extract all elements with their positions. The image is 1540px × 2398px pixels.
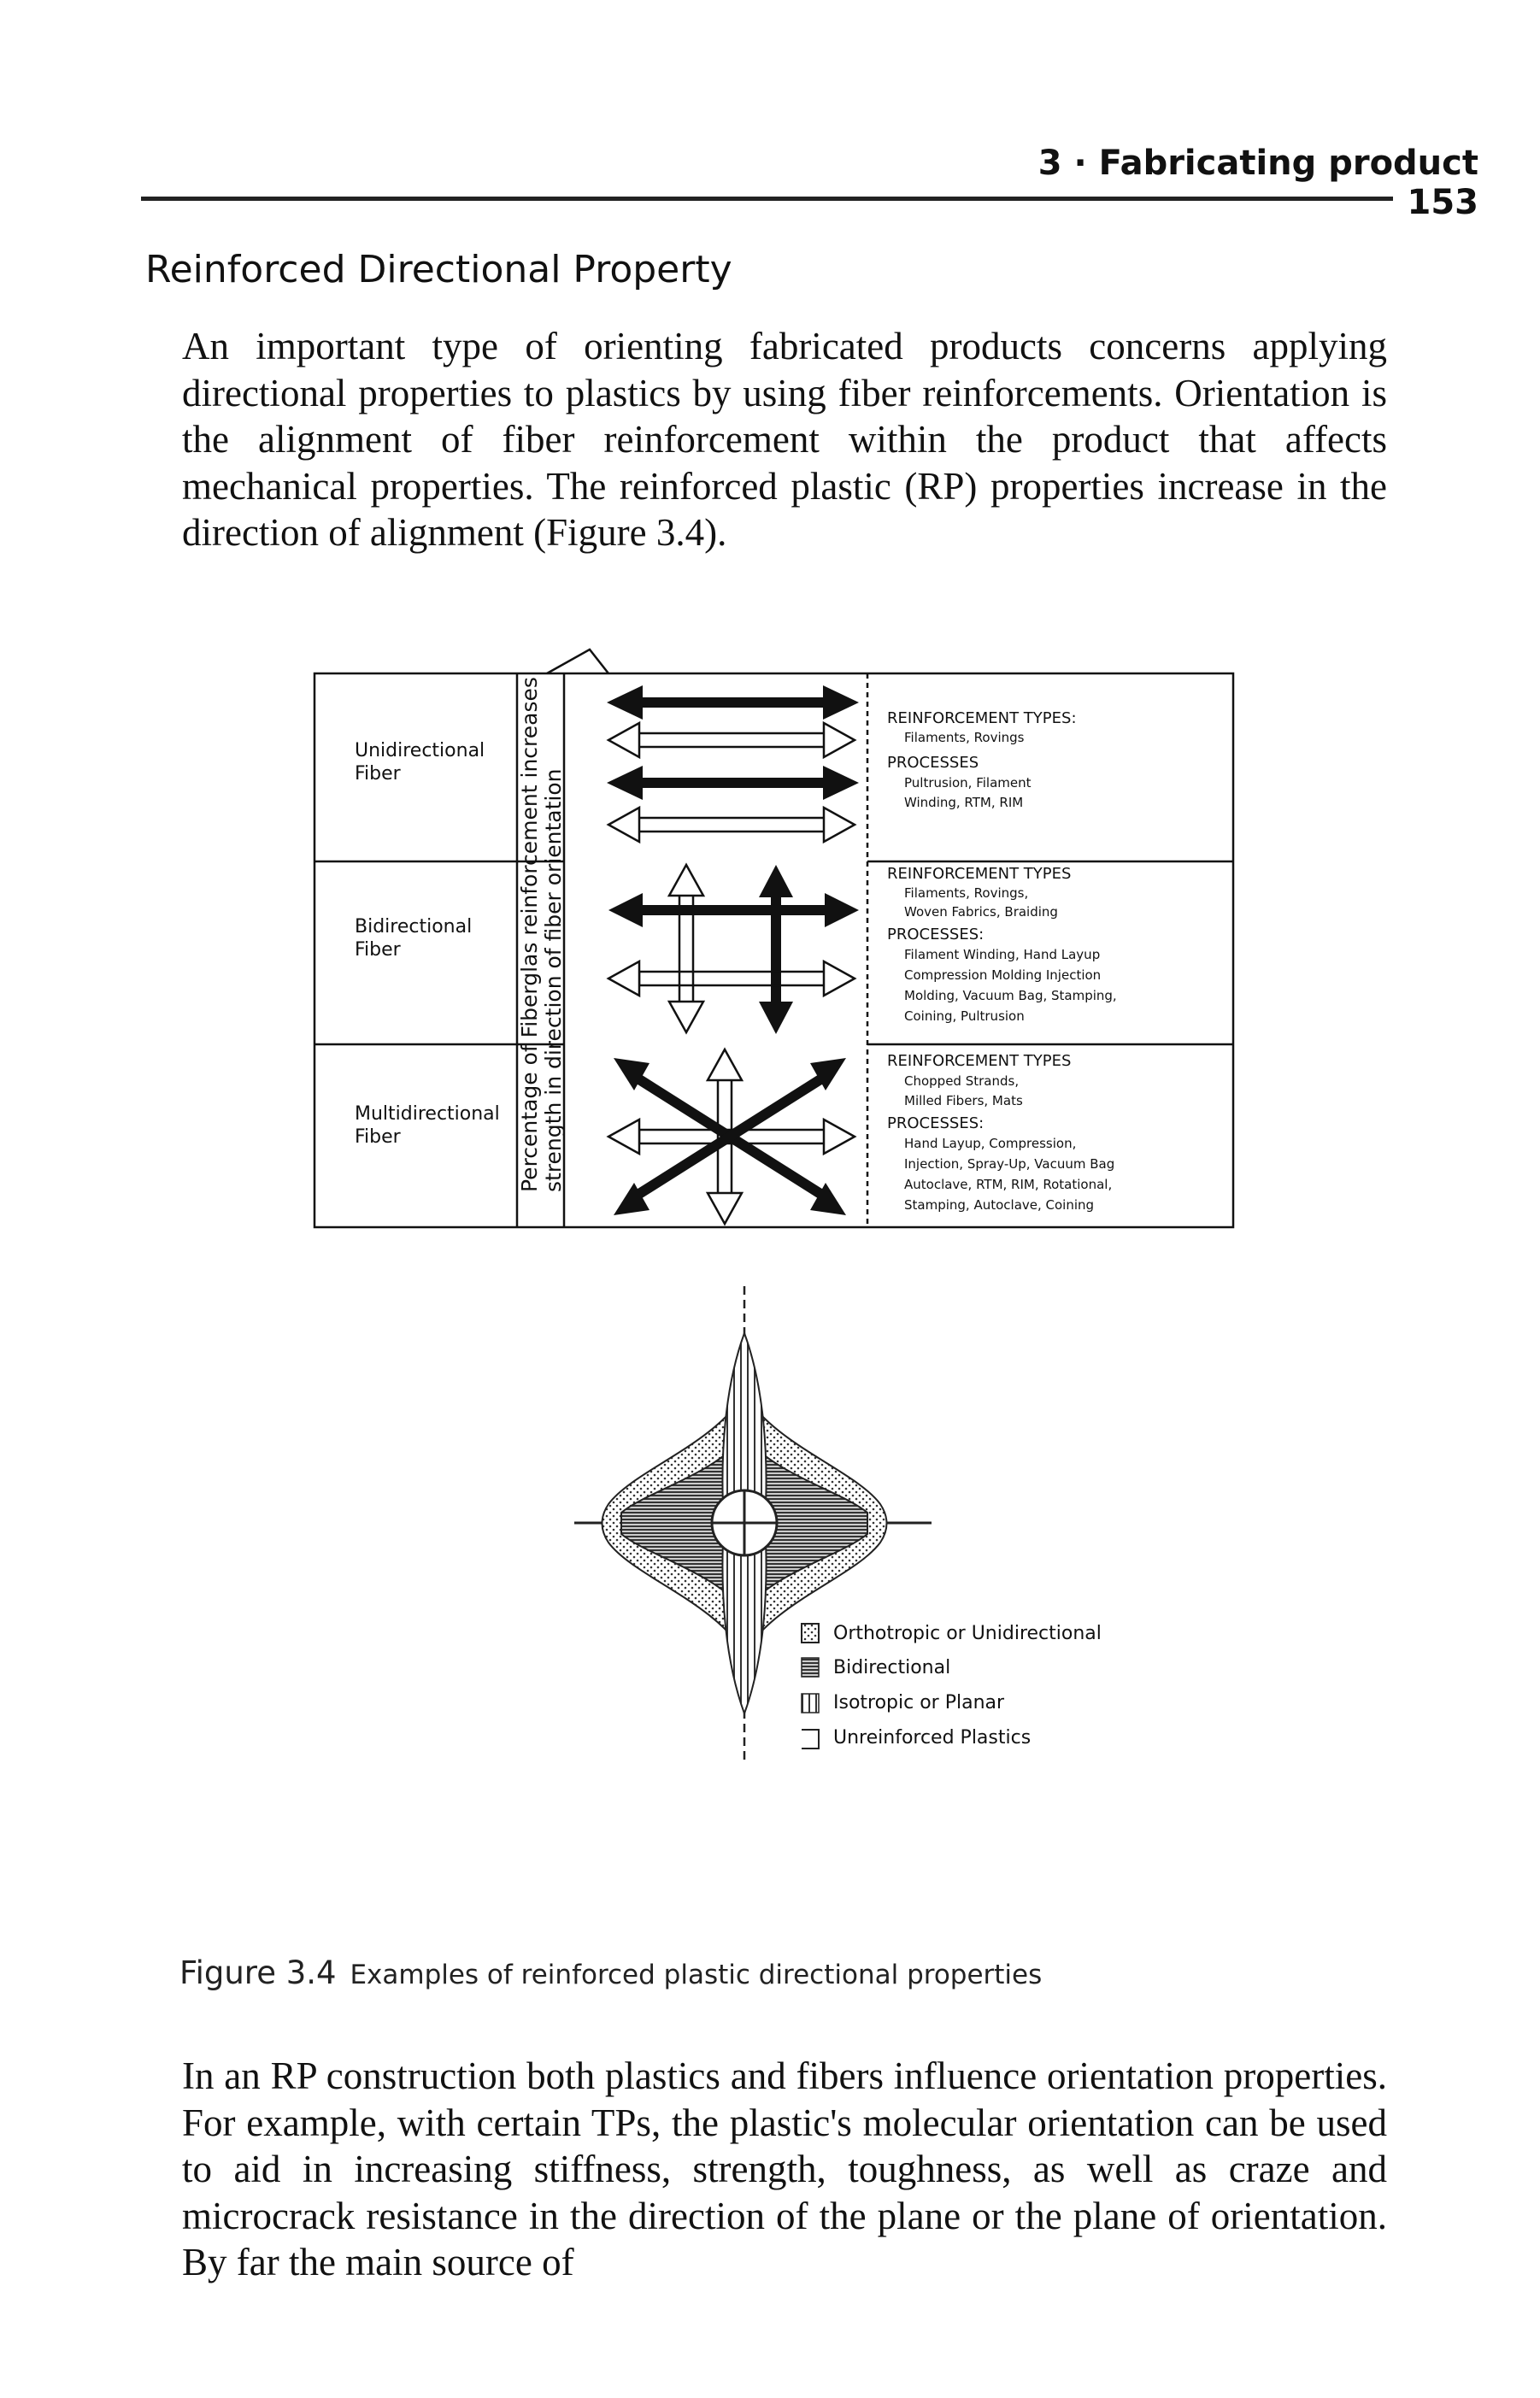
- bi-arrows: [606, 862, 859, 1035]
- page-number: 153: [1407, 183, 1479, 222]
- row-2-text-1: REINFORCEMENT TYPES: [887, 865, 1071, 883]
- fiber-label-multi-2: Fiber: [355, 1126, 402, 1148]
- fiber-label-multi-1: Multidirectional: [355, 1103, 500, 1125]
- row-1-text-3: PROCESSES: [887, 754, 979, 772]
- multi-arrowhead: [822, 1117, 857, 1156]
- bi-arrowhead: [667, 1000, 706, 1035]
- multi-arrowhead: [705, 1191, 744, 1226]
- row-1-text-5: Winding, RTM, RIM: [904, 795, 1023, 810]
- multi-arrowhead: [606, 1117, 641, 1156]
- legend-label-unreinforced: Unreinforced Plastics: [833, 1727, 1031, 1749]
- uni-arrowhead: [822, 720, 857, 760]
- bi-arrowhead: [667, 862, 706, 897]
- frame-peak: [546, 648, 609, 675]
- legend-swatch-orthotropic: [801, 1623, 820, 1643]
- row-1-text: REINFORCEMENT TYPES: Filaments, Rovings …: [887, 709, 1077, 810]
- row-2-text-5: Filament Winding, Hand Layup: [904, 947, 1100, 962]
- running-head: 3 · Fabricating product 153: [966, 144, 1478, 222]
- paragraph-2: In an RP construction both plastics and …: [182, 2054, 1387, 2283]
- fiber-labels: Unidirectional Fiber Bidirectional Fiber…: [355, 740, 500, 1148]
- polar-property-diagram: [574, 1286, 932, 1760]
- legend-swatch-unreinforced: [802, 1729, 820, 1749]
- multi-arrowhead: [614, 1058, 650, 1090]
- figure-caption-label: Figure 3.4: [179, 1954, 337, 1991]
- header-rule: [141, 197, 1393, 201]
- fiber-label-bi-1: Bidirectional: [355, 916, 472, 937]
- fiber-label-uni-2: Fiber: [355, 763, 402, 785]
- uni-arrowhead: [606, 805, 641, 844]
- uni-arrowhead: [606, 720, 641, 760]
- section-heading: Reinforced Directional Property: [145, 248, 732, 291]
- bi-arrowhead: [825, 893, 859, 927]
- orientation-diagram: [313, 648, 1235, 1229]
- multi-bold-diagonal-2: [629, 1070, 831, 1203]
- uni-arrowhead: [823, 766, 859, 800]
- fiber-label-uni-1: Unidirectional: [355, 740, 485, 761]
- bi-outline-horizontal: [638, 970, 829, 987]
- multi-arrowhead: [810, 1183, 846, 1215]
- polar-legend: Orthotropic or Unidirectional Bidirectio…: [801, 1623, 1102, 1749]
- uni-arrowhead: [823, 685, 859, 720]
- uni-outline-arrow-1: [635, 732, 828, 749]
- uni-arrowhead: [607, 766, 643, 800]
- row-1-text-1: REINFORCEMENT TYPES:: [887, 709, 1077, 727]
- multi-arrowhead: [810, 1058, 846, 1090]
- multi-arrowhead: [705, 1047, 744, 1082]
- figure-caption: Figure 3.4 Examples of reinforced plasti…: [179, 1954, 1042, 1991]
- row-2-text-4: PROCESSES:: [887, 926, 984, 943]
- row-2-text-3: Woven Fabrics, Braiding: [904, 904, 1058, 920]
- multi-arrows: [606, 1047, 857, 1226]
- uni-arrows: [606, 685, 859, 844]
- row-3-text-6: Injection, Spray-Up, Vacuum Bag: [904, 1156, 1114, 1172]
- vertical-label-1: Percentage of Fiberglas reinforcement in…: [517, 677, 542, 1192]
- row-2-text: REINFORCEMENT TYPES Filaments, Rovings, …: [887, 865, 1117, 1024]
- paragraph-1: An important type of orienting fabricate…: [182, 325, 1387, 554]
- uni-outline-arrow-2: [635, 816, 828, 833]
- bi-arrowhead: [822, 959, 857, 998]
- running-head-title: 3 · Fabricating product: [1037, 144, 1478, 183]
- uni-arrowhead: [607, 685, 643, 720]
- bi-arrowhead: [759, 865, 793, 897]
- row-3-text-5: Hand Layup, Compression,: [904, 1136, 1076, 1151]
- row-2-text-7: Molding, Vacuum Bag, Stamping,: [904, 988, 1117, 1003]
- legend-swatch-isotropic: [801, 1693, 820, 1713]
- row-3-text-8: Stamping, Autoclave, Coining: [904, 1197, 1094, 1213]
- row-3-text-2: Chopped Strands,: [904, 1073, 1019, 1089]
- legend-label-isotropic: Isotropic or Planar: [833, 1692, 1005, 1713]
- row-3-text: REINFORCEMENT TYPES Chopped Strands, Mil…: [887, 1052, 1114, 1213]
- figure-caption-text: Examples of reinforced plastic direction…: [350, 1960, 1043, 1990]
- row-1-text-4: Pultrusion, Filament: [904, 775, 1032, 791]
- legend-label-bidirectional: Bidirectional: [833, 1657, 950, 1678]
- bi-arrowhead: [608, 893, 643, 927]
- row-3-text-1: REINFORCEMENT TYPES: [887, 1052, 1071, 1070]
- row-3-text-3: Milled Fibers, Mats: [904, 1093, 1023, 1108]
- row-3-text-4: PROCESSES:: [887, 1114, 984, 1132]
- row-2-text-6: Compression Molding Injection: [904, 967, 1101, 983]
- bi-arrowhead: [606, 959, 641, 998]
- row-1-text-2: Filaments, Rovings: [904, 730, 1025, 745]
- diagram-frame: [313, 672, 1235, 1229]
- row-3-text-7: Autoclave, RTM, RIM, Rotational,: [904, 1177, 1112, 1192]
- multi-arrowhead: [614, 1183, 650, 1215]
- fiber-label-bi-2: Fiber: [355, 939, 402, 961]
- vertical-labels: Percentage of Fiberglas reinforcement in…: [517, 677, 566, 1192]
- legend-label-orthotropic: Orthotropic or Unidirectional: [833, 1623, 1102, 1644]
- legend-swatch-bidirectional: [801, 1657, 820, 1678]
- vertical-label-2: strength in direction of fiber orientati…: [541, 768, 566, 1192]
- row-2-text-8: Coining, Pultrusion: [904, 1008, 1025, 1024]
- uni-arrowhead: [822, 805, 857, 844]
- row-2-text-2: Filaments, Rovings,: [904, 885, 1028, 901]
- bi-arrowhead: [759, 1002, 793, 1034]
